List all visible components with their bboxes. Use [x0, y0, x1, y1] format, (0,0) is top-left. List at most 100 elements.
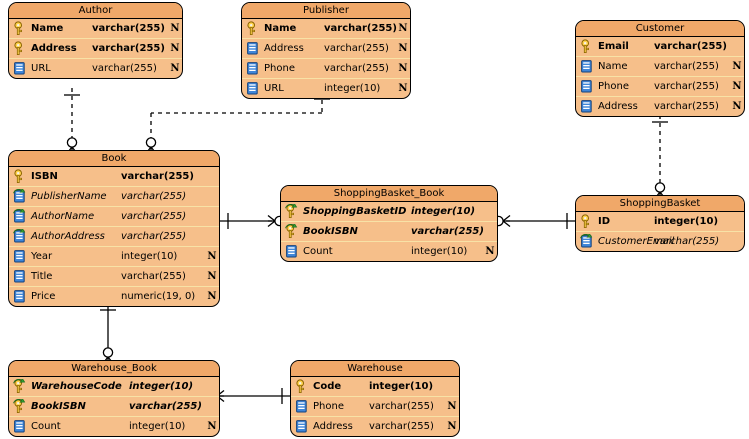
column-icon [581, 60, 592, 73]
attribute-type: numeric(19, 0) [121, 291, 196, 302]
attribute-row[interactable]: BookISBN varchar(255) [281, 222, 497, 242]
attribute-row[interactable]: AuthorName varchar(255) [9, 207, 219, 227]
attribute-name: Phone [264, 63, 295, 74]
column-icon [247, 62, 258, 75]
primary-key-icon [14, 41, 22, 55]
attribute-name: Name [264, 23, 297, 34]
attribute-name: PublisherName [31, 191, 107, 202]
attribute-type: varchar(255) [121, 211, 187, 222]
attribute-type: varchar(255) [369, 421, 434, 432]
primary-key-icon [247, 21, 255, 35]
attribute-name: AuthorAddress [31, 231, 105, 242]
primary-foreign-key-icon [13, 379, 26, 393]
attribute-row[interactable]: ID integer(10) [576, 212, 744, 232]
foreign-key-column-icon [580, 234, 593, 248]
attribute-type: varchar(255) [654, 81, 719, 92]
attribute-name: URL [31, 63, 51, 74]
nullable-badge: N [207, 421, 216, 432]
attribute-name: BookISBN [303, 226, 358, 237]
attribute-name: Count [31, 421, 61, 432]
attribute-type: varchar(255) [369, 401, 434, 412]
nullable-badge: N [170, 63, 179, 74]
attribute-name: Email [598, 41, 629, 52]
entity-title: Warehouse_Book [9, 361, 219, 377]
primary-key-icon [581, 39, 589, 53]
entity-title: Customer [576, 21, 744, 37]
attribute-row[interactable]: URL integer(10) N [242, 79, 410, 98]
primary-foreign-key-icon [13, 399, 26, 413]
column-icon [581, 100, 592, 113]
nullable-badge: N [398, 43, 407, 54]
attribute-type: varchar(255) [411, 226, 484, 237]
foreign-key-column-icon [13, 229, 26, 243]
nullable-badge: N [207, 271, 216, 282]
entity-title: Book [9, 151, 219, 167]
attribute-type: varchar(255) [654, 61, 719, 72]
nullable-badge: N [732, 101, 741, 112]
nullable-badge: N [447, 401, 456, 412]
column-icon [296, 420, 307, 433]
attribute-type: integer(10) [129, 381, 194, 392]
entity-title: ShoppingBasket_Book [281, 186, 497, 202]
attribute-type: integer(10) [324, 83, 381, 94]
nullable-badge: N [398, 83, 407, 94]
column-icon [247, 42, 258, 55]
foreign-key-column-icon [13, 209, 26, 223]
column-icon [14, 62, 25, 75]
attribute-name: AuthorName [31, 211, 95, 222]
attribute-name: Name [31, 23, 64, 34]
edge-customer-shoppingbasket [652, 115, 668, 200]
nullable-badge: N [732, 81, 741, 92]
edge-author-book [64, 88, 80, 155]
attribute-type: varchar(255) [324, 63, 389, 74]
column-icon [581, 80, 592, 93]
attribute-type: integer(10) [654, 216, 719, 227]
nullable-badge: N [207, 291, 216, 302]
edge-shoppingbasket-shoppingbasket-book [493, 213, 575, 229]
attribute-type: varchar(255) [654, 101, 719, 112]
attribute-name: ID [598, 216, 611, 227]
column-icon [286, 245, 297, 258]
attribute-name: Title [31, 271, 53, 282]
attribute-name: URL [264, 83, 284, 94]
nullable-badge: N [398, 23, 407, 34]
nullable-badge: N [732, 61, 741, 72]
attribute-name: Address [264, 43, 304, 54]
attribute-name: Year [31, 251, 53, 262]
edge-book-shoppingbasket-book [220, 213, 285, 229]
entity-title: ShoppingBasket [576, 196, 744, 212]
